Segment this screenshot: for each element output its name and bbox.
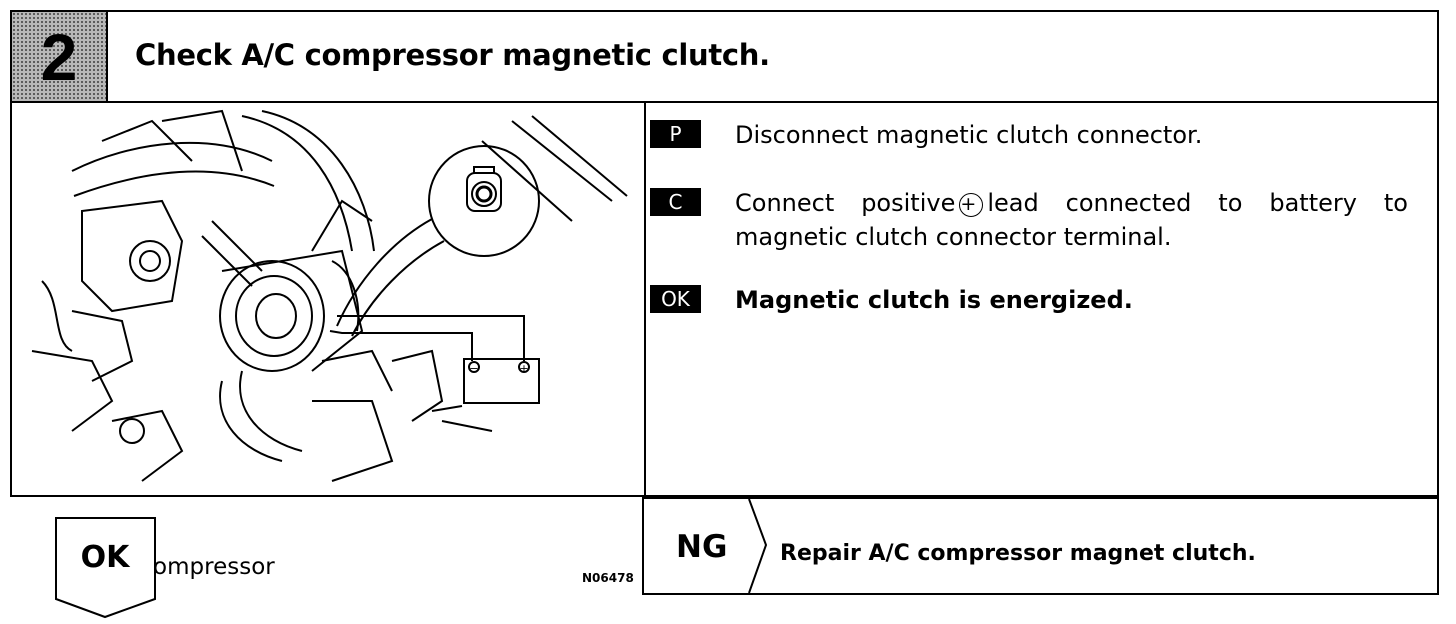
instruction-text: Connect positive+lead connected to batte…	[735, 186, 1408, 254]
instruction-text: Disconnect magnetic clutch connector.	[735, 121, 1203, 149]
ng-divider-chevron	[748, 499, 768, 593]
tag-ok: OK	[650, 285, 701, 313]
figure-cell: −+ Compressor N06478	[12, 101, 646, 585]
instruction-text-after: lead connected to battery to magnetic cl…	[735, 189, 1408, 251]
tag-c: C	[650, 188, 701, 216]
ok-result-label: OK	[80, 540, 130, 575]
ng-result-box: NG Repair A/C compressor magnet clutch.	[642, 497, 1439, 595]
instruction-text-before: Connect positive	[735, 189, 956, 217]
battery-negative-terminal: −	[469, 362, 478, 375]
compressor-illustration: −+	[31, 109, 628, 482]
step-title: Check A/C compressor magnetic clutch.	[135, 38, 770, 72]
battery-positive-terminal: +	[519, 362, 528, 375]
step-number: 2	[40, 19, 78, 94]
instruction-text: Magnetic clutch is energized.	[735, 286, 1133, 314]
inspection-step-box: 2 Check A/C compressor magnetic clutch.	[10, 10, 1439, 585]
ok-arrow-shape	[55, 517, 156, 619]
tag-p: P	[650, 120, 701, 148]
step-header: 2 Check A/C compressor magnetic clutch.	[12, 12, 1437, 103]
figure-code: N06478	[582, 571, 634, 585]
figure-caption: Compressor	[137, 554, 275, 580]
step-number-box: 2	[12, 12, 108, 101]
positive-terminal-icon: +	[959, 193, 984, 217]
ng-result-label: NG	[676, 529, 728, 565]
ng-action-text: Repair A/C compressor magnet clutch.	[780, 541, 1256, 566]
